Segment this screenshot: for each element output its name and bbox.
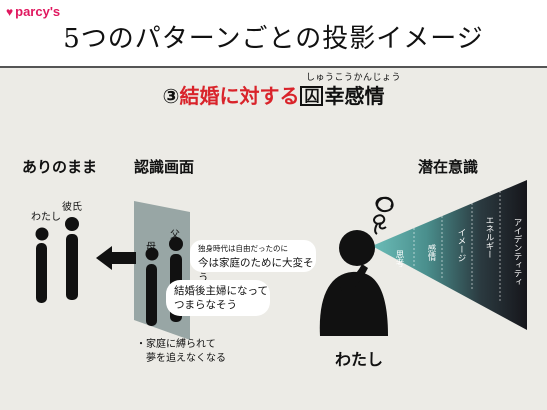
heart-icon: ♥ [6, 4, 14, 19]
subtitle-number: ③ [162, 84, 180, 108]
beam-label-1: 思考 [394, 250, 404, 267]
person-mother-icon [145, 247, 159, 326]
heading-cognitive-screen: 認識画面 [134, 158, 195, 176]
arrow-shaft [110, 252, 136, 264]
subtitle: ③結婚に対する囚幸感情 [0, 80, 547, 109]
person-me-thinking-icon [319, 230, 388, 336]
bubble-top-small-text: 独身時代は自由だったのに [198, 244, 288, 253]
beam-label-2: 感情 [426, 244, 436, 261]
scribble-thought-icon [373, 196, 394, 235]
heading-subconscious: 潜在意識 [418, 158, 479, 176]
person-boyfriend-icon [65, 217, 79, 300]
heading-as-is: ありのまま [22, 158, 98, 176]
page-title: 5つのパターンごとの投影イメージ [63, 24, 484, 54]
label-father: 父 [170, 230, 180, 241]
speech-bubble-top: 独身時代は自由だったのに 今は家庭のために大変そう [190, 240, 316, 284]
label-mother: 母 [146, 242, 156, 253]
subtitle-rest: 幸感情 [324, 84, 385, 108]
subtitle-boxed-char: 囚 [300, 86, 324, 106]
projection-beam [372, 180, 527, 330]
beam-label-4: エネルギー [484, 216, 494, 259]
subtitle-red-text: 結婚に対する [179, 84, 300, 108]
note-text: ・家庭に縛られて 夢を追えなくなる [136, 339, 226, 364]
label-me-center: わたし [335, 350, 384, 369]
beam-label-3: イメージ [456, 228, 466, 262]
brand-logo-text: parcy's [15, 4, 61, 19]
beam-label-5: アイデンティティ [512, 218, 522, 286]
brand-logo[interactable]: ♥ parcy's [6, 4, 60, 19]
content-area: しゅうこうかんじょう ③結婚に対する囚幸感情 ありのまま 認識画面 潜在意識 [0, 68, 547, 410]
label-me-left: わたし [31, 212, 61, 223]
label-boyfriend: 彼氏 [62, 202, 82, 213]
speech-bubble-bottom: 結婚後主婦になって つまらなそう [166, 280, 270, 316]
bubble-bottom-text: 結婚後主婦になって つまらなそう [174, 285, 268, 311]
person-me-left-icon [35, 227, 49, 303]
bubble-top-main-text: 今は家庭のために大変そう [198, 257, 314, 284]
subtitle-ruby: しゅうこうかんじょう [306, 73, 402, 83]
arrow-head-icon [96, 246, 112, 270]
title-divider [0, 66, 547, 68]
